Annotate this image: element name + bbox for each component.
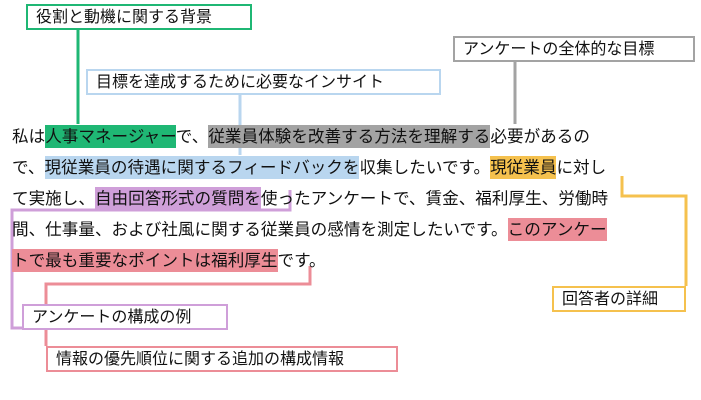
prompt-segment: 収集したいです。 bbox=[359, 158, 491, 177]
prompt-segment: で、 bbox=[175, 127, 209, 146]
prompt-segment: で、 bbox=[12, 158, 45, 177]
prompt-segment: 私は bbox=[12, 127, 46, 146]
highlight-purple: 自由回答形式の質問を bbox=[94, 187, 261, 210]
highlight-pink: このアンケー bbox=[507, 218, 607, 241]
background-label: 役割と動機に関する背景 bbox=[26, 4, 252, 30]
prompt-segment: に対し bbox=[556, 158, 607, 177]
prompt-line: 間、仕事量、および社風に関する従業員の感情を測定したいです。このアンケー bbox=[12, 214, 692, 245]
example-label: アンケートの構成の例 bbox=[22, 304, 228, 330]
highlight-gray: 従業員体験を改善する方法を理解する bbox=[208, 125, 491, 148]
overall-goal-label: アンケートの全体的な目標 bbox=[453, 36, 695, 62]
prompt-line: て実施し、自由回答形式の質問を使ったアンケートで、賃金、福利厚生、労働時 bbox=[12, 183, 692, 214]
highlight-blue: 現従業員の待遇に関するフィードバックを bbox=[44, 156, 360, 179]
prompt-segment: 使ったアンケートで、賃金、福利厚生、労働時 bbox=[260, 189, 609, 208]
prompt-segment: て実施し、 bbox=[12, 189, 95, 208]
prompt-line: 私は人事マネージャーで、従業員体験を改善する方法を理解する必要があるの bbox=[12, 121, 692, 152]
prompt-line: トで最も重要なポイントは福利厚生です。 bbox=[12, 245, 692, 276]
prompt-text: 私は人事マネージャーで、従業員体験を改善する方法を理解する必要があるので、現従業… bbox=[12, 121, 692, 276]
highlight-green: 人事マネージャー bbox=[45, 125, 176, 148]
respondents-label: 回答者の詳細 bbox=[552, 286, 686, 312]
prompt-segment: 間、仕事量、および社風に関する従業員の感情を測定したいです。 bbox=[12, 220, 508, 239]
prompt-segment: 必要があるの bbox=[490, 127, 590, 146]
highlight-yellow: 現従業員 bbox=[490, 156, 557, 179]
highlight-pink: トで最も重要なポイントは福利厚生 bbox=[12, 249, 278, 272]
priority-label: 情報の優先順位に関する追加の構成情報 bbox=[46, 346, 398, 372]
prompt-segment: です。 bbox=[277, 251, 326, 270]
insights-label: 目標を達成するために必要なインサイト bbox=[86, 69, 441, 95]
prompt-line: で、現従業員の待遇に関するフィードバックを収集したいです。現従業員に対し bbox=[12, 152, 692, 183]
